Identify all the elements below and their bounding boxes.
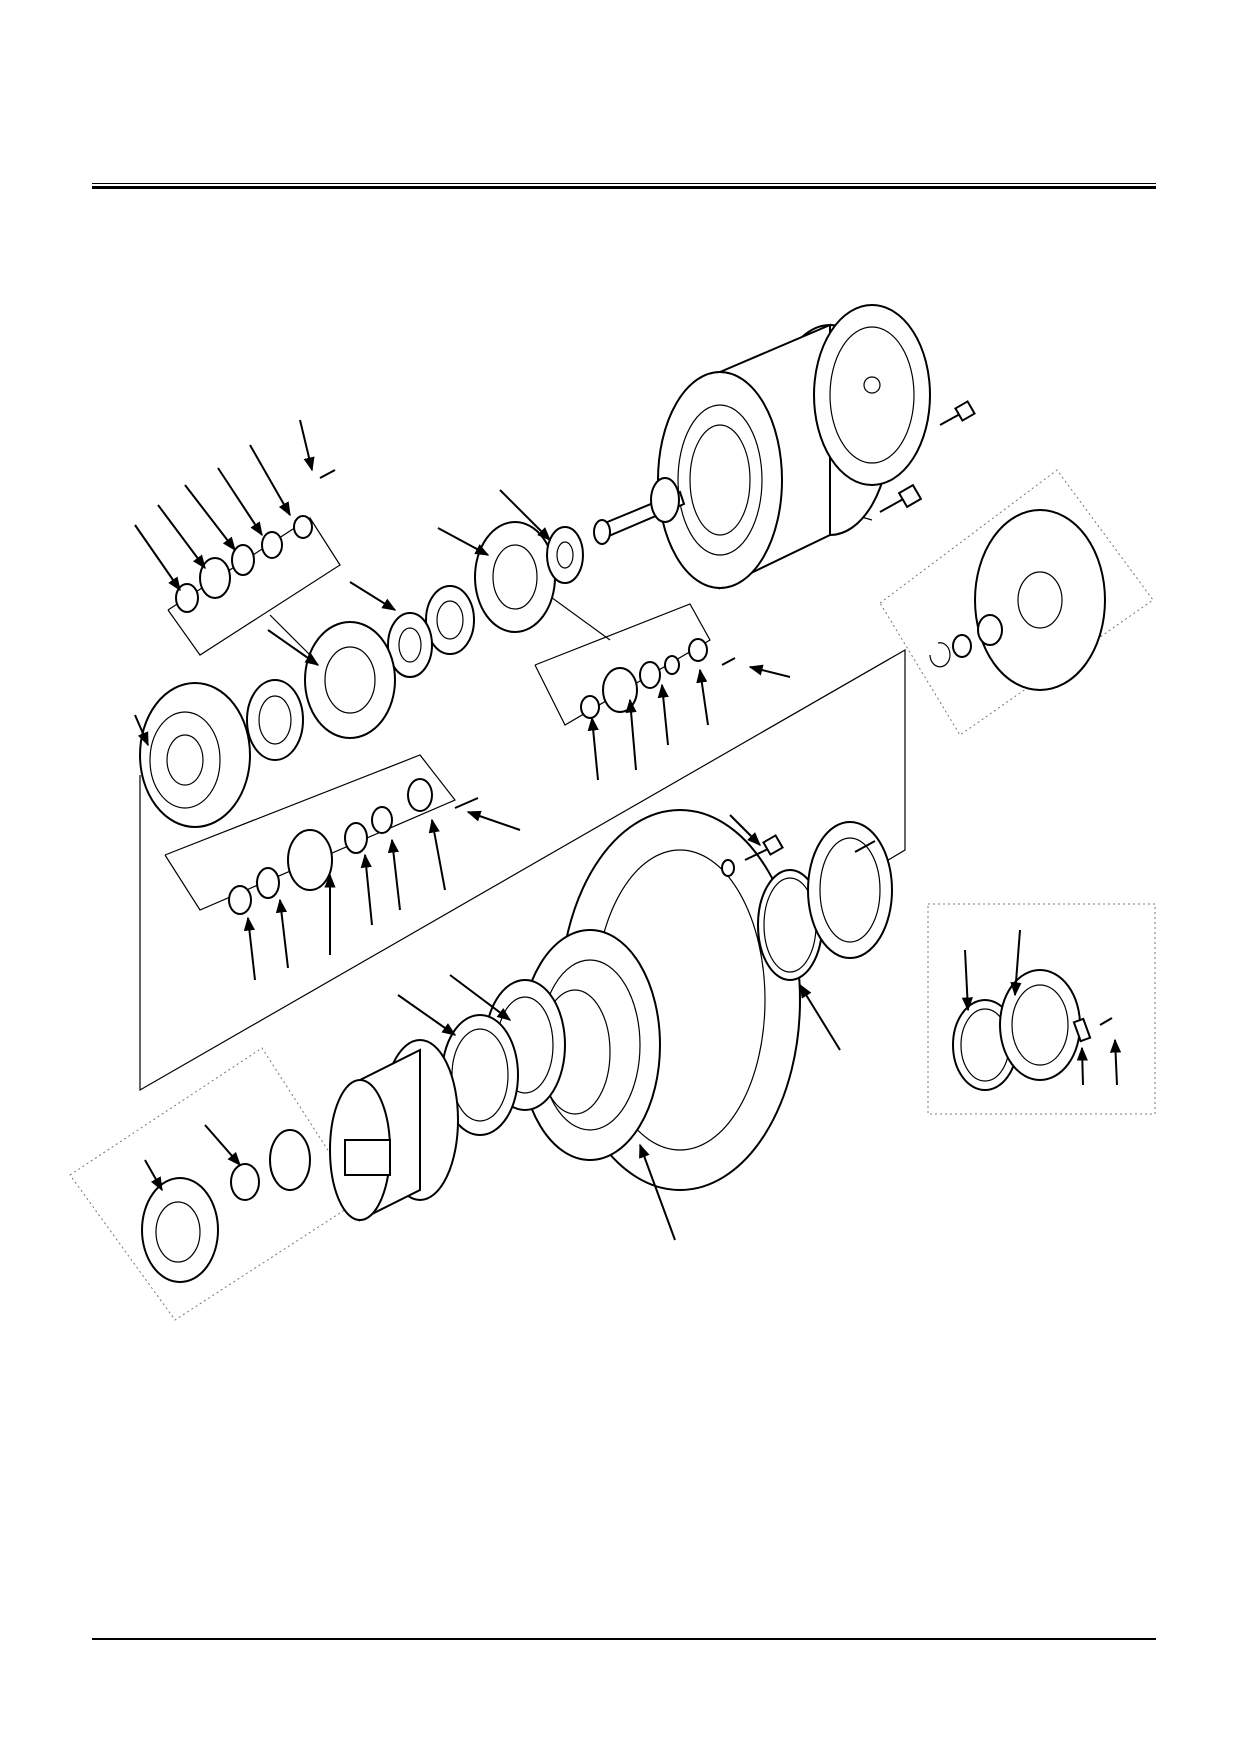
leader-line-carrier: [269, 614, 311, 656]
callout-arrow-32: [1109, 1038, 1122, 1086]
callout-arrow-29: [961, 949, 973, 1012]
callout-arrow-28: [639, 1143, 676, 1241]
callout-arrow-1: [134, 524, 181, 592]
callout-arrow-8: [437, 527, 490, 556]
cover-bolt-lower: [879, 483, 923, 513]
washer-e: [228, 885, 252, 915]
cover-bolt-top: [939, 400, 976, 426]
callout-arrow-10: [267, 629, 320, 666]
callout-arrow-2: [157, 504, 206, 570]
inset-seal-parts: [952, 969, 1113, 1091]
planet-carrier-middle: [304, 621, 396, 739]
washer-f: [371, 806, 393, 834]
needle-bearing-f: [344, 822, 368, 854]
callout-arrow-33: [144, 1159, 163, 1192]
washer-b: [261, 531, 283, 559]
washer-c: [580, 695, 600, 719]
callout-arrow-9: [349, 581, 397, 611]
callout-arrow-13: [625, 698, 637, 771]
planet-gear-e: [287, 829, 333, 891]
needle-bearing-e: [256, 867, 280, 899]
callout-arrows: [134, 419, 1122, 1241]
callout-arrow-21: [387, 838, 401, 911]
needle-bearing-a: [231, 544, 255, 576]
callout-arrow-5: [249, 444, 291, 517]
ring-gear-sleeve: [246, 679, 304, 761]
washer-d: [664, 655, 680, 675]
sprocket-bolt: [721, 834, 784, 877]
callout-arrow-27: [729, 814, 761, 846]
inset-hub-cover: [929, 509, 1106, 691]
callout-arrow-7: [499, 489, 551, 541]
inset-sun-carrier: [141, 1129, 311, 1283]
callout-arrow-12: [587, 716, 599, 781]
callout-arrow-4: [217, 467, 263, 537]
footer-rule: [92, 1638, 1156, 1640]
washer-a: [175, 583, 199, 613]
callout-arrow-11: [134, 714, 149, 747]
dowel-pin: [854, 840, 876, 853]
thrust-washer-top: [546, 526, 584, 584]
callout-arrow-30: [1010, 929, 1022, 997]
input-shaft: [593, 477, 686, 545]
pin-c: [688, 638, 708, 662]
pin-a: [293, 515, 313, 539]
end-cover: [813, 304, 931, 486]
inset-frame-sun-carrier: [69, 1047, 361, 1321]
callout-arrow-15: [696, 668, 709, 726]
header-rule: [92, 183, 1156, 189]
planet-carrier-left: [139, 682, 251, 828]
callout-arrow-23: [466, 810, 521, 831]
callout-arrow-16: [748, 664, 791, 678]
hydraulic-motor: [329, 1039, 459, 1222]
callout-arrow-18: [275, 898, 289, 969]
callout-arrow-17: [243, 916, 256, 981]
callout-arrow-34: [204, 1124, 241, 1167]
frame-planet-group-mid: [164, 754, 456, 911]
callout-arrow-24: [397, 994, 457, 1036]
frame-planet-group-right: [534, 603, 711, 726]
sun-gear-top: [425, 585, 475, 655]
callout-arrow-20: [360, 853, 373, 926]
planet-gear-a: [199, 557, 231, 599]
planet-gear-c: [602, 667, 638, 713]
needle-bearing-c: [639, 661, 661, 689]
callout-arrow-14: [657, 683, 669, 746]
frame-large-bracket: [139, 648, 906, 1092]
pin-e: [407, 778, 433, 812]
callout-arrow-22: [428, 818, 446, 891]
inset-frame-seal: [927, 903, 1156, 1115]
seal-ring-right: [807, 821, 893, 959]
callout-arrow-31: [1076, 1046, 1088, 1086]
callout-arrow-3: [184, 484, 236, 552]
callout-arrow-26: [799, 983, 841, 1051]
callout-arrow-25: [449, 974, 512, 1021]
spacer-ring-top: [387, 612, 433, 678]
planet-carrier-top: [474, 521, 556, 633]
callout-arrow-6: [299, 419, 315, 472]
